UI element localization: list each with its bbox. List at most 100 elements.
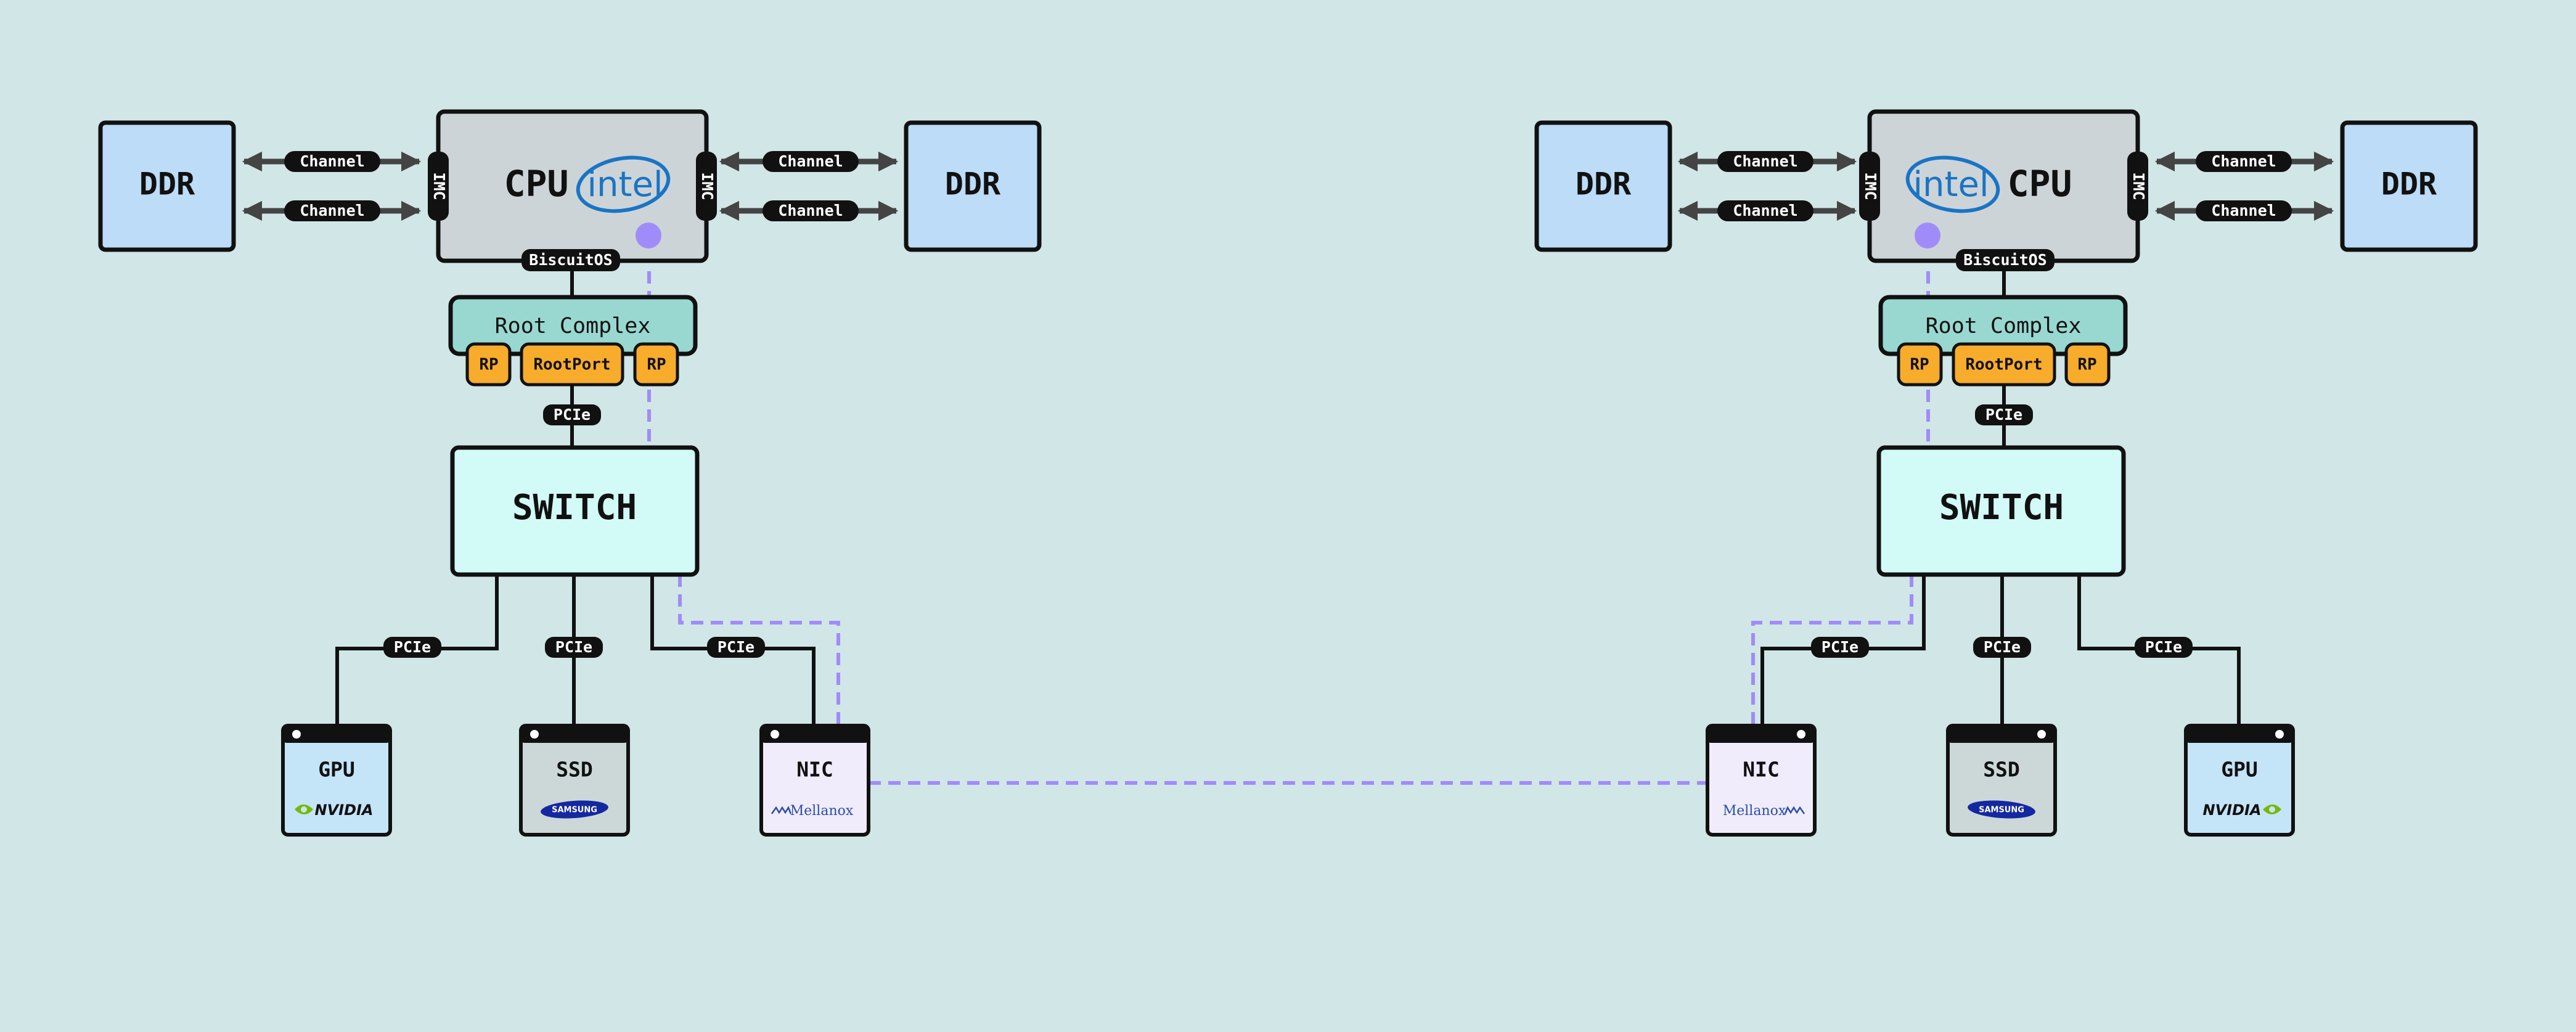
svg-text:NVIDIA: NVIDIA — [2202, 801, 2261, 819]
root-port-rp-right: RP — [633, 342, 679, 387]
intel-logo: intel — [1905, 155, 2000, 213]
biscuitos-label: BiscuitOS — [521, 249, 620, 271]
imc-left: IMC — [428, 152, 449, 221]
nic-card: NIC Mellanox — [759, 724, 870, 837]
host-right: DDR DDR Channel Channel Channel Cha — [1534, 109, 2478, 837]
svg-text:GPU: GPU — [2221, 758, 2258, 782]
gpu-card: GPU NVIDIA — [2184, 724, 2295, 837]
ssd-card: SSD SAMSUNG — [519, 724, 630, 837]
svg-text:PCIe: PCIe — [554, 406, 591, 424]
svg-text:IMC: IMC — [430, 172, 448, 200]
svg-text:RootPort: RootPort — [1965, 356, 2042, 374]
svg-text:NIC: NIC — [1743, 758, 1780, 782]
svg-text:RP: RP — [647, 356, 666, 374]
nvidia-logo: NVIDIA — [295, 801, 374, 819]
status-dot-icon — [530, 730, 539, 739]
status-dot-icon — [1797, 730, 1805, 739]
ssd-card: SSD SAMSUNG — [1946, 724, 2057, 837]
svg-text:SSD: SSD — [1983, 758, 2020, 782]
svg-text:SAMSUNG: SAMSUNG — [1979, 806, 2024, 815]
svg-text:RP: RP — [2077, 356, 2096, 374]
svg-text:PCIe: PCIe — [2145, 638, 2182, 656]
switch-box: SWITCH — [450, 445, 700, 577]
svg-text:Root Complex: Root Complex — [1926, 314, 2082, 338]
svg-text:SAMSUNG: SAMSUNG — [552, 806, 597, 815]
samsung-logo: SAMSUNG — [541, 800, 608, 819]
svg-text:Channel: Channel — [1733, 152, 1797, 170]
svg-text:GPU: GPU — [318, 758, 355, 782]
root-complex: Root Complex — [448, 295, 698, 356]
switch-box: SWITCH — [1876, 445, 2126, 577]
svg-text:IMC: IMC — [1862, 172, 1879, 200]
ddr-left: DDR — [98, 120, 236, 252]
imc-left: IMC — [2127, 152, 2148, 221]
svg-text:PCIe: PCIe — [1984, 638, 2021, 656]
root-port-main: RootPort — [1952, 342, 2056, 387]
biscuitos-label: BiscuitOS — [1956, 249, 2055, 271]
svg-text:DDR: DDR — [139, 166, 195, 202]
svg-text:RP: RP — [479, 356, 498, 374]
status-dot-icon — [2037, 730, 2046, 739]
cpu-label: CPU — [504, 163, 569, 205]
samsung-logo: SAMSUNG — [1968, 800, 2035, 819]
svg-text:RootPort: RootPort — [533, 356, 610, 374]
channel-label: Channel Channel Channel Channel — [284, 151, 859, 221]
ddr-left: DDR — [2340, 120, 2478, 252]
svg-text:Mellanox: Mellanox — [1723, 803, 1786, 819]
status-dot-icon — [1915, 223, 1940, 248]
svg-text:Channel: Channel — [1733, 202, 1797, 219]
svg-text:Channel: Channel — [778, 202, 843, 219]
cpu-label: CPU — [2008, 163, 2072, 205]
rdma-dashed-path — [647, 271, 1930, 785]
svg-text:DDR: DDR — [1576, 166, 1632, 202]
status-dot-icon — [771, 730, 779, 739]
svg-text:IMC: IMC — [698, 172, 716, 200]
imc-right: IMC — [1859, 152, 1880, 221]
svg-text:PCIe: PCIe — [1822, 638, 1858, 656]
svg-text:PCIe: PCIe — [1985, 406, 2022, 424]
svg-text:Mellanox: Mellanox — [790, 803, 854, 819]
svg-text:Channel: Channel — [778, 152, 843, 170]
svg-text:RP: RP — [1910, 356, 1929, 374]
imc-right: IMC — [696, 152, 717, 221]
root-port-rp-left: RP — [465, 342, 512, 387]
svg-text:DDR: DDR — [945, 166, 1001, 202]
nvidia-logo: NVIDIA — [2202, 801, 2281, 819]
svg-text:PCIe: PCIe — [394, 638, 431, 656]
mellanox-logo: Mellanox — [1723, 803, 1805, 819]
root-port-rp-right: RP — [1897, 342, 1943, 387]
svg-text:BiscuitOS: BiscuitOS — [529, 251, 612, 269]
ddr-right: DDR — [904, 120, 1042, 252]
intel-logo: intel — [576, 155, 671, 213]
svg-text:SWITCH: SWITCH — [1939, 488, 2064, 528]
pcie-label: PCIe — [543, 404, 601, 425]
svg-text:Channel: Channel — [300, 152, 364, 170]
svg-text:intel: intel — [587, 165, 663, 205]
root-complex: Root Complex — [1878, 295, 2128, 356]
host-left: DDR DDR Channel Channel Channel Cha — [98, 109, 1042, 837]
svg-text:Channel: Channel — [2211, 202, 2276, 219]
svg-text:BiscuitOS: BiscuitOS — [1963, 251, 2046, 269]
svg-text:SWITCH: SWITCH — [512, 488, 637, 528]
root-port-main: RootPort — [520, 342, 624, 387]
channel-label: Channel Channel Channel Channel — [1717, 151, 2292, 221]
svg-text:SSD: SSD — [556, 758, 593, 782]
svg-text:Root Complex: Root Complex — [495, 314, 651, 338]
svg-text:NIC: NIC — [796, 758, 833, 782]
status-dot-icon — [292, 730, 301, 739]
status-dot-icon — [636, 223, 661, 248]
pcie-label: PCIe PCIe PCIe — [1811, 637, 2193, 658]
svg-text:Channel: Channel — [2211, 152, 2276, 170]
nic-card: NIC Mellanox — [1706, 724, 1817, 837]
svg-text:DDR: DDR — [2381, 166, 2437, 202]
pcie-label: PCIe — [1975, 404, 2033, 425]
gpu-card: GPU NVIDIA — [281, 724, 392, 837]
svg-text:PCIe: PCIe — [555, 638, 592, 656]
ddr-right: DDR — [1534, 120, 1672, 252]
root-port-rp-left: RP — [2064, 342, 2111, 387]
svg-text:Channel: Channel — [300, 202, 364, 219]
svg-text:IMC: IMC — [2130, 172, 2148, 200]
mellanox-logo: Mellanox — [771, 803, 854, 819]
pcie-label: PCIe PCIe PCIe — [383, 637, 765, 658]
